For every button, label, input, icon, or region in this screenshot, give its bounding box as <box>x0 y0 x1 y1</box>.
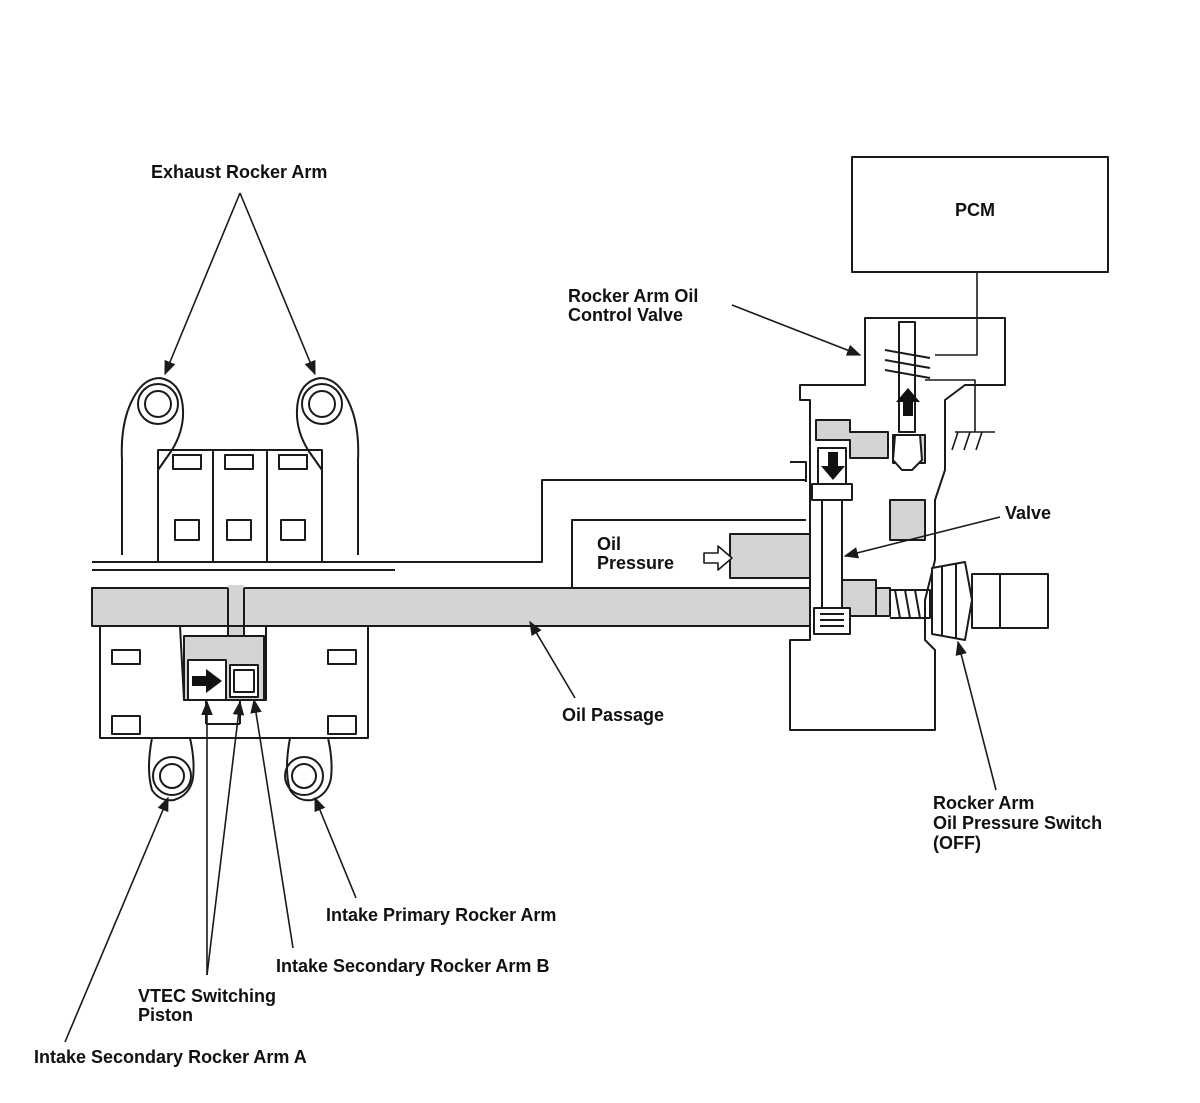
pcm-box <box>851 156 1109 273</box>
valve-down-arrow <box>821 452 845 480</box>
label-pressure-switch-line1: Rocker Arm <box>933 793 1035 813</box>
leader-exhaust-left <box>164 192 241 376</box>
label-pressure-switch-line2: Oil Pressure Switch <box>933 813 1103 833</box>
piston-push-arrow <box>192 669 222 693</box>
label-control-valve-line2: Control Valve <box>568 305 684 325</box>
pcm-wiring <box>925 272 995 451</box>
leader-valve <box>843 516 1001 559</box>
intake-secondary-rocker-arm-a-shape <box>148 737 195 802</box>
feed-pipes <box>395 479 806 589</box>
label-intake-primary-rocker-arm: Intake Primary Rocker Arm <box>326 905 557 925</box>
label-oil-pressure-line2: Pressure <box>597 553 675 573</box>
exhaust-rocker-arm-left <box>120 377 185 555</box>
leader-intake-primary <box>314 796 357 899</box>
leader-vtec-piston-2 <box>206 700 245 976</box>
exhaust-cam-followers <box>157 449 323 563</box>
label-oil-pressure-line1: Oil <box>597 534 622 554</box>
oil-passage-gallery <box>91 585 811 635</box>
control-valve-housing <box>789 317 1006 731</box>
label-intake-secondary-rocker-arm-b: Intake Secondary Rocker Arm B <box>276 956 550 976</box>
valve-column <box>811 447 853 635</box>
leader-oil-passage <box>529 620 576 699</box>
label-pcm: PCM <box>955 200 995 220</box>
oil-pressure-switch <box>890 561 1049 641</box>
oil-pressure-hollow-arrow <box>703 545 733 571</box>
switching-piston-chamber <box>172 625 267 725</box>
intake-lower-body <box>99 625 369 739</box>
label-exhaust-rocker-arm: Exhaust Rocker Arm <box>151 162 328 182</box>
label-valve: Valve <box>1005 503 1052 523</box>
label-intake-secondary-rocker-arm-a: Intake Secondary Rocker Arm A <box>34 1047 307 1067</box>
label-vtec-piston-line1: VTEC Switching <box>138 986 277 1006</box>
spool-up-arrow <box>896 388 920 416</box>
rocker-shaft-housing <box>92 561 395 571</box>
oil-pressure-inlet <box>729 533 811 579</box>
label-control-valve-line1: Rocker Arm Oil <box>568 286 699 306</box>
label-oil-passage: Oil Passage <box>562 705 665 725</box>
intake-primary-rocker-arm-shape <box>284 737 333 802</box>
exhaust-rocker-arm-right <box>295 377 360 555</box>
leader-intake-secondary-a <box>64 796 169 1043</box>
label-vtec-piston-line2: Piston <box>138 1005 194 1025</box>
leader-lines <box>64 192 1001 1043</box>
leader-intake-secondary-b <box>250 698 294 949</box>
leader-pressure-switch <box>955 640 997 791</box>
leader-control-valve <box>731 304 862 356</box>
leader-exhaust-right <box>239 192 316 376</box>
label-pressure-switch-line3: (OFF) <box>933 833 981 853</box>
